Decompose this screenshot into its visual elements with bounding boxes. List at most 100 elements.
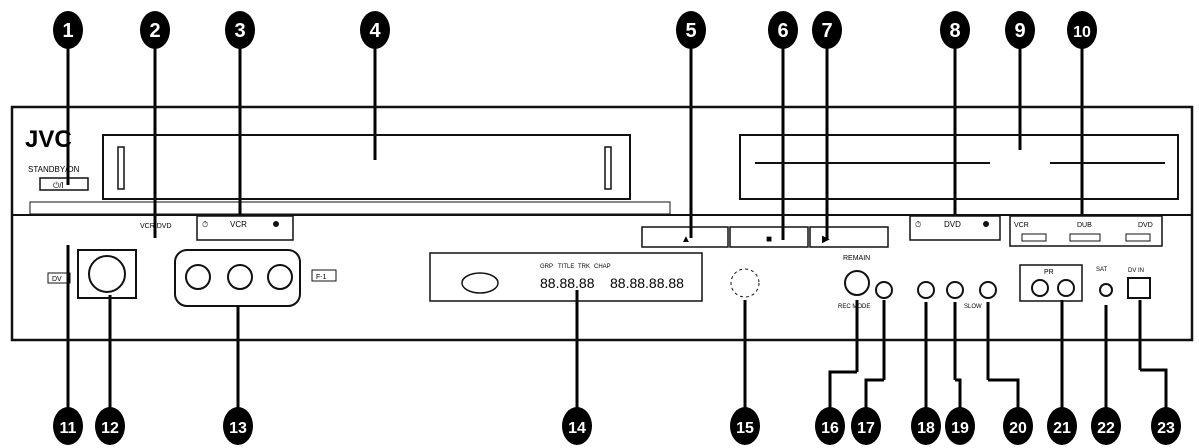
stop-button[interactable] (729, 226, 809, 248)
callout-number: 5 (685, 20, 696, 42)
standby-button[interactable] (39, 177, 89, 191)
callout-number: 8 (949, 20, 960, 42)
callout-1: 1 (53, 11, 83, 49)
callout-12: 12 (95, 407, 125, 445)
callout-badge (1003, 407, 1033, 445)
dv-label-box (47, 272, 71, 284)
rewind-button[interactable] (946, 281, 964, 299)
callout-leader-lines (66, 48, 1168, 425)
rec-mode-label: REC MODE (838, 304, 870, 310)
dub-section (1009, 215, 1163, 247)
callout-number: 20 (1009, 420, 1027, 437)
fast-forward-button[interactable] (979, 281, 997, 299)
callout-7: 7 (812, 11, 842, 49)
callout-number: 7 (821, 20, 832, 42)
stop-icon: ■ (766, 234, 772, 245)
f1-label: F-1 (316, 274, 327, 281)
callout-number: 1 (62, 20, 73, 42)
remain-label: REMAIN (843, 255, 870, 262)
callout-number: 23 (1157, 420, 1175, 437)
dv-label: DV (52, 276, 62, 283)
callout-number: 14 (568, 420, 586, 437)
callout-20: 20 (1003, 407, 1033, 445)
eject-icon: ▲ (681, 234, 691, 245)
callout-badge (1047, 407, 1077, 445)
display-chap-label: CHAP (594, 264, 611, 270)
callout-badge (815, 407, 845, 445)
display-title-label: TITLE (558, 264, 574, 270)
dub-vcr-label: VCR (1014, 222, 1029, 229)
remain-button[interactable] (844, 270, 870, 296)
callout-badge (1067, 11, 1097, 49)
callout-badge (940, 11, 970, 49)
dv-in-label: DV IN (1128, 268, 1144, 274)
callout-21: 21 (1047, 407, 1077, 445)
callout-badge (730, 407, 760, 445)
callout-badge (1005, 11, 1035, 49)
dub-dvd-label: DVD (1138, 222, 1153, 229)
callout-badge (911, 407, 941, 445)
dv-in-port (1127, 277, 1151, 299)
sat-button[interactable] (1099, 283, 1113, 297)
callout-23: 23 (1151, 407, 1181, 445)
unit-body: JVC STANDBY/ON ⏻/I VCR/DVD ⏱ VCR ▲ ■ ▶ ⏱… (10, 105, 1194, 342)
callout-19: 19 (945, 407, 975, 445)
callout-badge (223, 407, 253, 445)
callout-number: 6 (777, 20, 788, 42)
eject-button[interactable] (641, 226, 729, 248)
dub-vcr-to-dvd-button[interactable] (1021, 233, 1047, 242)
callout-badge (53, 407, 83, 445)
callout-3: 3 (225, 11, 255, 49)
callout-badge (140, 11, 170, 49)
dub-label: DUB (1077, 222, 1092, 229)
callout-badge (95, 407, 125, 445)
display-grp-label: GRP (540, 264, 553, 270)
vcr-record-indicator (273, 221, 279, 227)
pause-button[interactable] (917, 281, 935, 299)
brand-logo: JVC (25, 126, 72, 153)
callout-badge (53, 11, 83, 49)
vcr-slot-right-edge (604, 146, 612, 190)
callout-17: 17 (851, 407, 881, 445)
callout-number: 15 (736, 420, 754, 437)
av-input-jacks-panel (174, 249, 301, 307)
audio-right-jack (267, 264, 293, 290)
video-jack (185, 264, 211, 290)
dub-dvd-to-vcr-button[interactable] (1125, 233, 1151, 242)
callout-number: 11 (60, 420, 77, 437)
callout-badge (768, 11, 798, 49)
dvd-indicator-box (909, 215, 1001, 241)
callout-10: 10 (1067, 11, 1097, 49)
callout-number: 4 (369, 20, 381, 42)
callout-badge (676, 11, 706, 49)
disc-icon (461, 272, 499, 294)
dvd-indicator-label: DVD (944, 220, 961, 229)
callout-number: 22 (1097, 420, 1115, 437)
sat-label: SAT (1096, 267, 1108, 273)
vcr-indicator-box (196, 215, 294, 241)
dvd-disc-tray (739, 134, 1179, 200)
record-button[interactable] (875, 281, 893, 299)
play-button[interactable] (809, 226, 889, 248)
callout-number: 18 (917, 420, 935, 437)
dub-button[interactable] (1069, 233, 1101, 242)
pr-minus-button[interactable] (1031, 279, 1049, 297)
callout-number: 9 (1014, 20, 1025, 42)
pr-button-group (1019, 264, 1083, 302)
vcr-timer-icon: ⏱ (202, 220, 208, 229)
callout-badge (360, 11, 390, 49)
callout-badge (1151, 407, 1181, 445)
callout-9: 9 (1005, 11, 1035, 49)
s-video-jack-panel (77, 249, 137, 299)
callout-15: 15 (730, 407, 760, 445)
callout-16: 16 (815, 407, 845, 445)
display-trk-label: TRK (578, 264, 590, 270)
callout-number: 16 (821, 420, 839, 437)
play-icon: ▶ (822, 234, 830, 245)
callout-22: 22 (1091, 407, 1121, 445)
vcr-indicator-label: VCR (230, 220, 247, 229)
callout-4: 4 (360, 11, 390, 49)
pr-plus-button[interactable] (1057, 279, 1075, 297)
